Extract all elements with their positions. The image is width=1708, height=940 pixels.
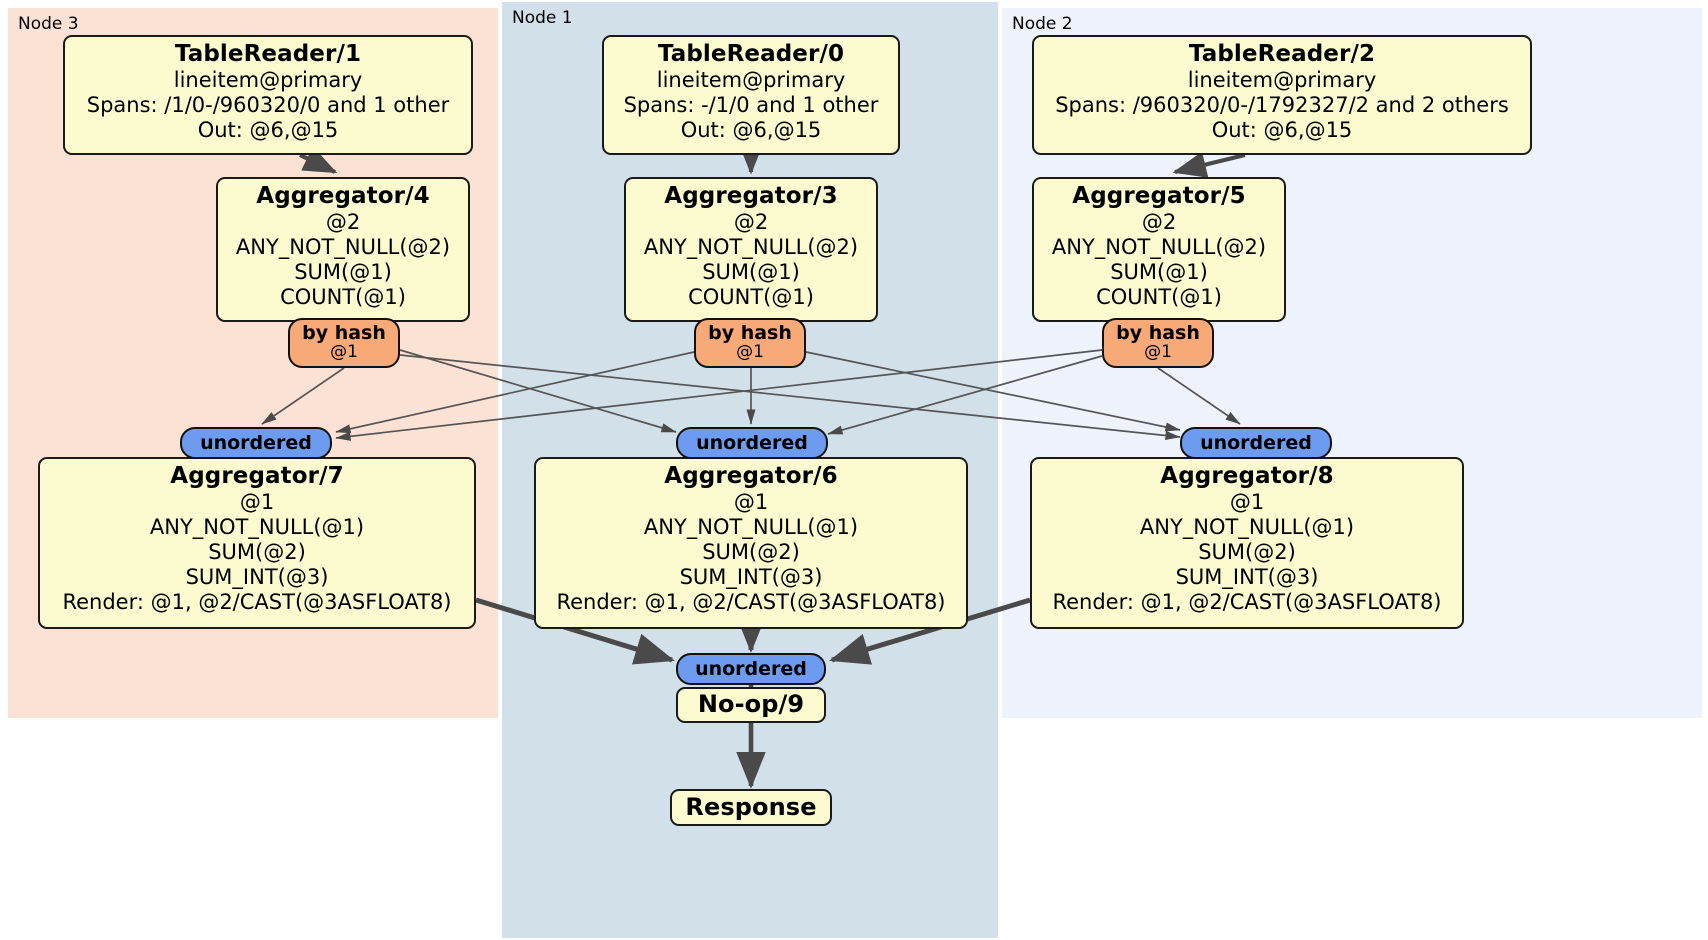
plan-box-line: Out: @6,@15 (680, 117, 822, 142)
plan-box-line: Render: @1, @2/CAST(@3ASFLOAT8) (1052, 589, 1442, 614)
plan-box-line: @2 (325, 209, 361, 234)
plan-box-line: @1 (733, 489, 769, 514)
plan-box-line: Out: @6,@15 (197, 117, 339, 142)
plan-box-line: ANY_NOT_NULL(@2) (1051, 234, 1267, 259)
plan-box-title: Aggregator/7 (170, 463, 344, 489)
plan-box-line: SUM_INT(@3) (679, 564, 823, 589)
plan-box-line: COUNT(@1) (1096, 284, 1222, 309)
plan-box-line: ANY_NOT_NULL(@2) (643, 234, 859, 259)
plan-box-line: @2 (733, 209, 769, 234)
plan-box-line: @1 (239, 489, 275, 514)
unordered-router-un8[interactable]: unordered (1180, 427, 1332, 459)
plan-box-title: TableReader/2 (1188, 41, 1376, 67)
hash-router-column: @1 (330, 342, 358, 363)
plan-box-line: Spans: /960320/0-/1792327/2 and 2 others (1055, 92, 1509, 117)
plan-box-line: @1 (1229, 489, 1265, 514)
plan-box-line: SUM(@1) (1110, 259, 1208, 284)
hash-router-column: @1 (1144, 342, 1172, 363)
plan-box-title: Aggregator/8 (1160, 463, 1334, 489)
plan-box-line: SUM(@1) (294, 259, 392, 284)
plan-box-line: COUNT(@1) (688, 284, 814, 309)
node-panel-label: Node 3 (18, 14, 79, 34)
plan-box-line: lineitem@primary (173, 67, 363, 92)
plan-box-noop[interactable]: No-op/9 (676, 687, 826, 723)
plan-box-line: ANY_NOT_NULL(@1) (643, 514, 859, 539)
plan-box-line: ANY_NOT_NULL(@2) (235, 234, 451, 259)
plan-box-line: SUM_INT(@3) (1175, 564, 1319, 589)
unordered-router-label: unordered (1200, 432, 1312, 454)
plan-box-title: Aggregator/5 (1072, 183, 1246, 209)
hash-router-label: by hash (708, 322, 792, 345)
plan-box-line: SUM(@2) (208, 539, 306, 564)
unordered-router-un6[interactable]: unordered (676, 427, 828, 459)
plan-box-line: SUM_INT(@3) (185, 564, 329, 589)
plan-box-line: ANY_NOT_NULL(@1) (149, 514, 365, 539)
unordered-router-label: unordered (696, 432, 808, 454)
plan-box-line: lineitem@primary (656, 67, 846, 92)
plan-box-line: SUM(@2) (1198, 539, 1296, 564)
plan-box-title: No-op/9 (697, 690, 805, 719)
plan-box-line: Render: @1, @2/CAST(@3ASFLOAT8) (62, 589, 452, 614)
plan-box-line: Render: @1, @2/CAST(@3ASFLOAT8) (556, 589, 946, 614)
unordered-router-un7[interactable]: unordered (180, 427, 332, 459)
plan-box-line: Spans: -/1/0 and 1 other (623, 92, 879, 117)
hash-router-label: by hash (1116, 322, 1200, 345)
unordered-router-label: unordered (200, 432, 312, 454)
unordered-router-un9[interactable]: unordered (676, 653, 826, 685)
plan-box-line: SUM(@2) (702, 539, 800, 564)
hash-router-hash4[interactable]: by hash@1 (288, 318, 400, 368)
hash-router-hash5[interactable]: by hash@1 (1102, 318, 1214, 368)
plan-box-line: @2 (1141, 209, 1177, 234)
plan-box-title: TableReader/1 (174, 41, 362, 67)
plan-box-line: lineitem@primary (1187, 67, 1377, 92)
plan-box-line: SUM(@1) (702, 259, 800, 284)
plan-box-line: COUNT(@1) (280, 284, 406, 309)
plan-box-line: Spans: /1/0-/960320/0 and 1 other (86, 92, 450, 117)
plan-box-line: Out: @6,@15 (1211, 117, 1353, 142)
plan-box-title: Aggregator/4 (256, 183, 430, 209)
hash-router-hash3[interactable]: by hash@1 (694, 318, 806, 368)
unordered-router-label: unordered (695, 658, 807, 680)
plan-box-title: Aggregator/6 (664, 463, 838, 489)
plan-box-title: TableReader/0 (657, 41, 845, 67)
hash-router-column: @1 (736, 342, 764, 363)
hash-router-label: by hash (302, 322, 386, 345)
node-panel-label: Node 2 (1012, 14, 1073, 34)
plan-box-response[interactable]: Response (670, 789, 832, 826)
plan-box-title: Response (685, 792, 817, 821)
plan-box-line: ANY_NOT_NULL(@1) (1139, 514, 1355, 539)
node-panel-label: Node 1 (512, 8, 573, 28)
plan-box-title: Aggregator/3 (664, 183, 838, 209)
